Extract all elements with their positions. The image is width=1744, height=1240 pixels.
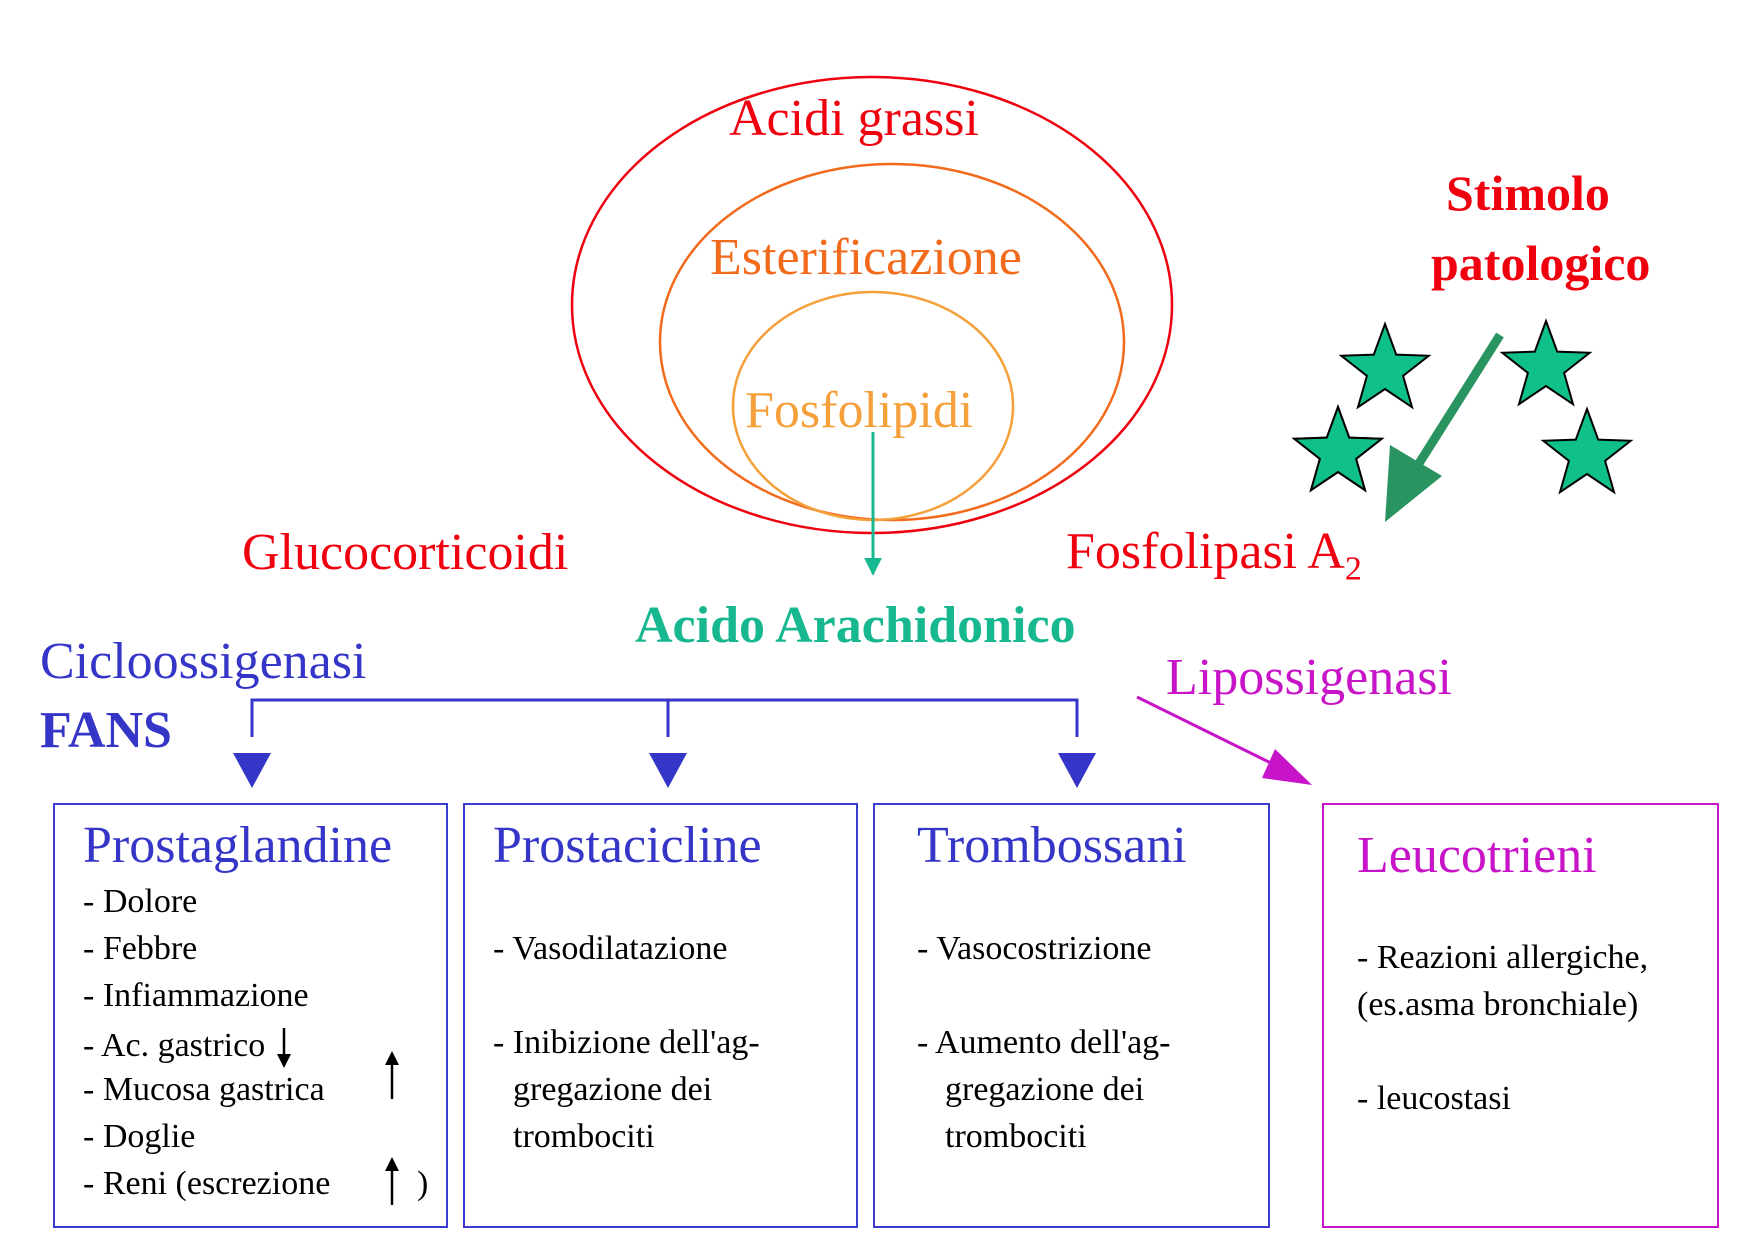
arrow-down-icon: [276, 1028, 291, 1068]
prostacyclins-item-4: trombociti: [513, 1118, 655, 1155]
prostaglandins-item-3: - Infiammazione: [83, 977, 309, 1014]
leukotrienes-item-1: - Reazioni allergiche,: [1357, 939, 1649, 976]
prostaglandins-item-7-close: ): [417, 1165, 429, 1202]
prostaglandins-item-6: - Doglie: [83, 1118, 196, 1155]
prostacyclins-item-2: - Inibizione dell'ag-: [493, 1024, 760, 1061]
stimulus-line1: Stimolo: [1446, 165, 1610, 221]
prostaglandins-title: Prostaglandine: [83, 817, 393, 874]
prostaglandins-item-7: - Reni (escrezione: [83, 1165, 331, 1202]
phospholipids-label: Fosfolipidi: [745, 382, 974, 439]
middle-ellipse: [658, 162, 1126, 522]
arrow-up-icon: [385, 1157, 399, 1205]
nsaid-label: FANS: [40, 702, 172, 759]
star-icon-2: [1499, 318, 1593, 407]
arachidonic-acid-label: Acido Arachidonico: [635, 597, 1076, 654]
phospholipase-text: Fosfolipasi A: [1066, 523, 1345, 580]
esterification-label: Esterificazione: [710, 229, 1022, 286]
prostacyclins-item-3: gregazione dei: [513, 1071, 713, 1108]
lox-arrow-shaft: [1136, 695, 1286, 772]
arrow-up-icon: [385, 1051, 399, 1099]
prostacyclins-title: Prostacicline: [493, 817, 762, 874]
thromboxanes-title: Trombossani: [917, 817, 1187, 874]
star-icon-5: [1540, 406, 1634, 495]
leukotrienes-item-3: - leucostasi: [1357, 1080, 1511, 1117]
cyclooxygenase-label: Cicloossigenasi: [40, 633, 367, 690]
thromboxanes-item-3: gregazione dei: [945, 1071, 1145, 1108]
leukotrienes-box: Leucotrieni - Reazioni allergiche, (es.a…: [1322, 803, 1719, 1228]
prostaglandins-item-5: - Mucosa gastrica: [83, 1071, 325, 1108]
stimulus-line2: patologico: [1431, 235, 1651, 291]
cox-branch-line: [250, 698, 1079, 737]
fatty-acids-label: Acidi grassi: [729, 90, 979, 147]
leukotrienes-title: Leucotrieni: [1357, 827, 1597, 884]
prostaglandins-item-1: - Dolore: [83, 883, 198, 920]
glucocorticoids-label: Glucocorticoidi: [242, 524, 569, 581]
prostacyclins-box: Prostacicline - Vasodilatazione - Inibiz…: [463, 803, 858, 1228]
cox-arrowhead-3: [1058, 753, 1096, 788]
stimulus-arrow-shaft: [1414, 332, 1504, 468]
star-icon-4: [1291, 404, 1385, 493]
prostacyclins-item-1: - Vasodilatazione: [493, 930, 728, 967]
cox-arrowhead-1: [233, 753, 271, 788]
lox-arrowhead: [1262, 749, 1312, 785]
thromboxanes-item-2: - Aumento dell'ag-: [917, 1024, 1171, 1061]
lipoxygenase-label: Lipossigenasi: [1166, 649, 1452, 706]
thromboxanes-box: Trombossani - Vasocostrizione - Aumento …: [873, 803, 1270, 1228]
prostaglandins-item-2: - Febbre: [83, 930, 198, 967]
thromboxanes-item-1: - Vasocostrizione: [917, 930, 1152, 967]
phospholipase-subscript: 2: [1344, 550, 1362, 588]
prostaglandins-item-4: - Ac. gastrico: [83, 1026, 294, 1070]
phospholipase-label: Fosfolipasi A2: [1066, 526, 1362, 586]
prostaglandins-box: Prostaglandine - Dolore - Febbre - Infia…: [53, 803, 448, 1228]
cox-arrowhead-2: [649, 753, 687, 788]
leukotrienes-item-2: (es.asma bronchiale): [1357, 986, 1639, 1023]
stimulus-arrow-head: [1385, 445, 1442, 522]
gastric-acid-text: - Ac. gastrico: [83, 1026, 266, 1064]
star-icon-1: [1338, 321, 1432, 410]
thromboxanes-item-4: trombociti: [945, 1118, 1087, 1155]
